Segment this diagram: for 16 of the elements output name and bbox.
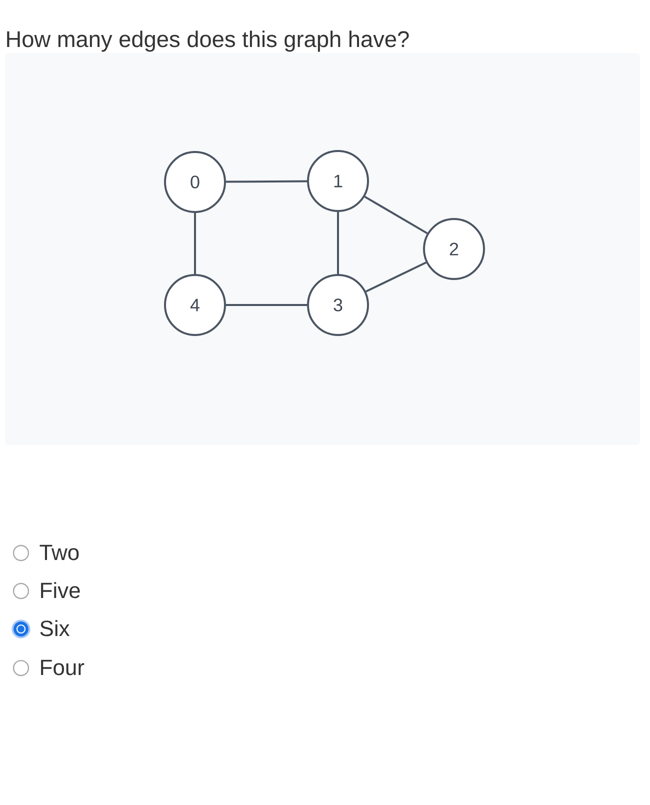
- edge-line: [226, 304, 307, 306]
- edge-line: [365, 262, 427, 292]
- option-label: Six: [40, 620, 70, 636]
- graph-node: 0: [164, 151, 226, 213]
- option-label: Five: [41, 582, 80, 598]
- graph-node: 2: [423, 218, 485, 280]
- edge-line: [337, 212, 339, 274]
- edge-line: [364, 196, 428, 234]
- question-title: How many edges does this graph have?: [7, 30, 409, 52]
- option-label: Four: [41, 660, 84, 676]
- edge-line: [194, 213, 196, 274]
- graph-node: 1: [307, 150, 369, 212]
- option-label: Two: [40, 544, 79, 560]
- graph-node: 4: [164, 274, 226, 336]
- edge-line: [226, 180, 308, 183]
- graph-node: 3: [307, 274, 369, 336]
